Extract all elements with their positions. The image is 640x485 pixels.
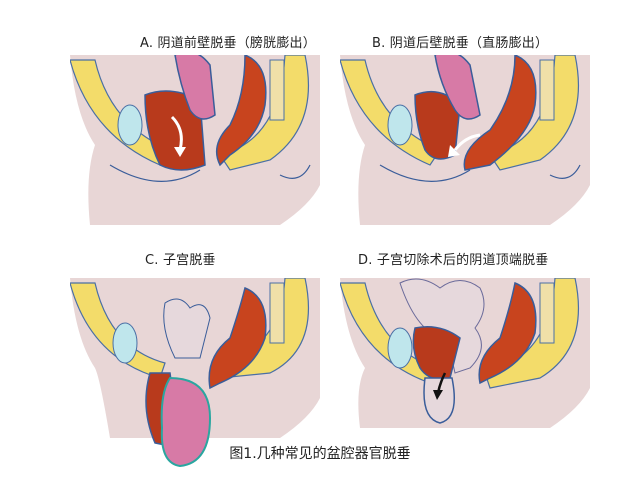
arrow-down-icon — [174, 147, 186, 157]
anterior-wall-prolapse-illustration — [70, 55, 320, 225]
posterior-wall-prolapse-illustration — [340, 55, 590, 225]
arrow-down-icon — [433, 390, 443, 400]
vaginal-vault-prolapse-illustration — [340, 278, 590, 428]
panel-b-title: B. 阴道后壁脱垂（直肠膨出） — [372, 36, 549, 51]
panel-d-title: D. 子宫切除术后的阴道顶端脱垂 — [358, 253, 549, 268]
panel-a-title: A. 阴道前壁脱垂（膀胱膨出） — [140, 36, 316, 51]
arrow-left-icon — [448, 145, 460, 157]
panel-c-title: C. 子宫脱垂 — [145, 253, 216, 268]
uterine-prolapse-illustration — [70, 278, 320, 468]
figure-caption: 图1.几种常见的盆腔器官脱垂 — [229, 446, 411, 462]
